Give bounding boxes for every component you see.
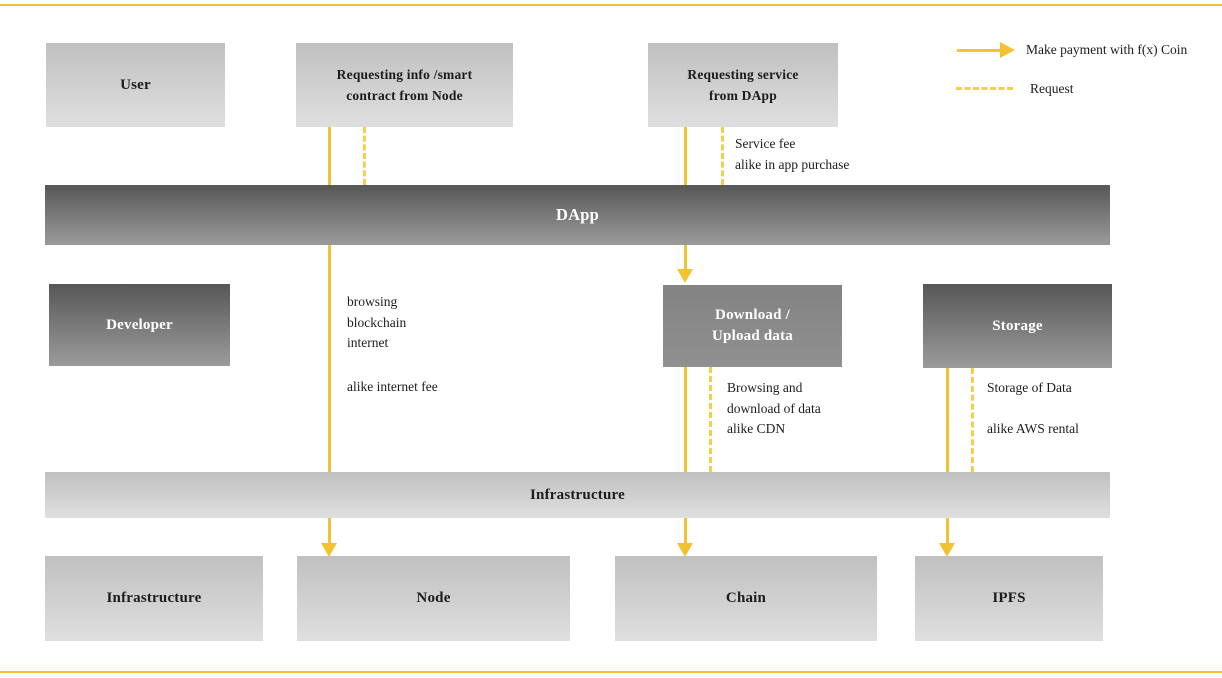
arrowhead-into-download-icon	[677, 269, 693, 283]
requesting-info-line1: Requesting info /smart	[336, 67, 473, 82]
arrowhead-into-node-icon	[321, 543, 337, 557]
cdn-note-line3: alike CDN	[727, 421, 786, 436]
payment-line-infrastructure-to-chain	[684, 518, 687, 544]
payment-line-infrastructure-to-node	[328, 518, 331, 544]
storage-box: Storage	[923, 284, 1112, 368]
dapp-label: DApp	[556, 205, 599, 224]
payment-line-info-to-dapp	[328, 127, 331, 185]
request-line-storage-to-infrastructure	[971, 368, 974, 472]
developer-box: Developer	[49, 284, 230, 366]
legend-request-label: Request	[1030, 81, 1074, 96]
infrastructure-box-label: Infrastructure	[106, 590, 202, 606]
arrowhead-into-ipfs-icon	[939, 543, 955, 557]
requesting-service-line2: from DApp	[709, 88, 777, 103]
arrowhead-into-chain-icon	[677, 543, 693, 557]
request-line-info-to-dapp	[363, 127, 366, 185]
browsing-note-line1: browsing	[347, 294, 398, 309]
node-box: Node	[297, 556, 570, 641]
payment-line-service-to-dapp	[684, 127, 687, 185]
service-fee-note-line1: Service fee	[735, 136, 796, 151]
requesting-info-box: Requesting info /smart contract from Nod…	[296, 43, 513, 127]
storage-of-data-note: Storage of Data	[987, 380, 1072, 395]
request-line-service-to-dapp	[721, 127, 724, 185]
payment-line-download-to-infrastructure	[684, 367, 687, 472]
requesting-service-line1: Requesting service	[687, 67, 799, 82]
legend-payment-line	[957, 49, 1001, 52]
payment-line-dapp-to-download	[684, 245, 687, 270]
chain-label: Chain	[725, 590, 767, 606]
legend-request-line	[956, 87, 1013, 90]
ipfs-label: IPFS	[992, 590, 1026, 606]
bottom-accent-border	[0, 671, 1222, 673]
legend-payment-label: Make payment with f(x) Coin	[1026, 42, 1188, 57]
payment-line-infrastructure-to-ipfs	[946, 518, 949, 544]
chain-box: Chain	[615, 556, 877, 641]
legend-payment-arrowhead-icon	[1000, 42, 1015, 58]
user-label: User	[120, 76, 151, 93]
payment-line-dapp-to-infrastructure	[328, 245, 331, 472]
dapp-bar: DApp	[45, 185, 1110, 245]
developer-label: Developer	[106, 316, 173, 333]
infrastructure-box: Infrastructure	[45, 556, 263, 641]
internet-fee-note: alike internet fee	[347, 379, 438, 394]
cdn-note-line1: Browsing and	[727, 380, 803, 395]
download-upload-line1: Download /	[715, 307, 790, 323]
node-label: Node	[416, 590, 451, 606]
browsing-note-line2: blockchain	[347, 314, 407, 330]
user-box: User	[46, 43, 225, 127]
request-line-download-to-infrastructure	[709, 367, 712, 472]
storage-label: Storage	[992, 317, 1043, 334]
download-upload-line2: Upload data	[712, 328, 793, 344]
requesting-info-line2: contract from Node	[346, 88, 463, 103]
service-fee-note: Service fee alike in app purchase	[735, 134, 849, 175]
service-fee-note-line2: alike in app purchase	[735, 156, 850, 172]
ipfs-box: IPFS	[915, 556, 1103, 641]
infrastructure-bar: Infrastructure	[45, 472, 1110, 518]
cdn-note-line2: download of data	[727, 400, 821, 416]
download-upload-box: Download / Upload data	[663, 285, 842, 367]
aws-rental-note: alike AWS rental	[987, 421, 1079, 436]
infrastructure-bar-label: Infrastructure	[529, 486, 625, 503]
top-accent-border	[0, 4, 1222, 6]
requesting-service-box: Requesting service from DApp	[648, 43, 838, 127]
payment-line-storage-to-infrastructure	[946, 368, 949, 472]
cdn-note: Browsing and download of data alike CDN	[727, 378, 821, 440]
browsing-note-line3: internet	[347, 335, 389, 350]
browsing-note: browsing blockchain internet	[347, 292, 406, 354]
